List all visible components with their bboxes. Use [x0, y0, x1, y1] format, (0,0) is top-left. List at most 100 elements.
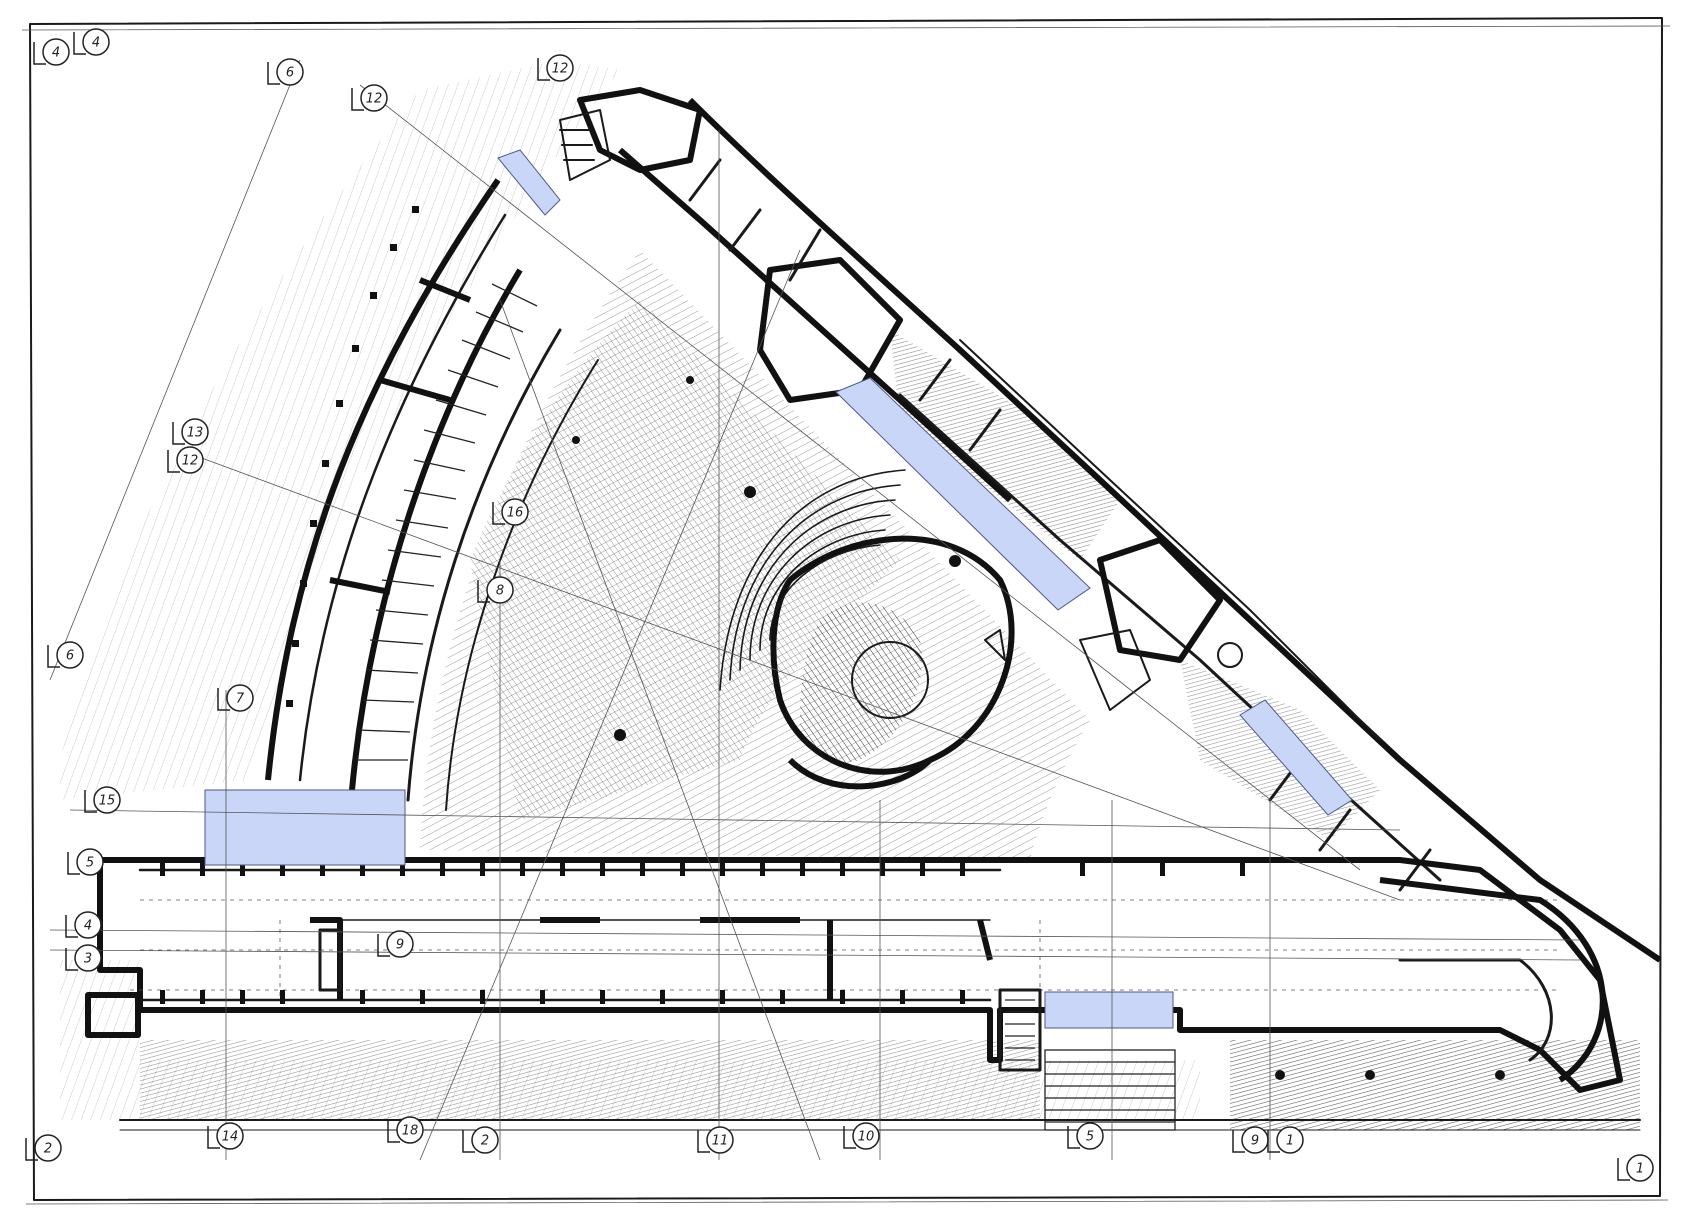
- section-marker-arrow: [1232, 1130, 1245, 1153]
- section-marker: 18: [387, 1116, 424, 1144]
- section-marker-arrow: [492, 502, 505, 525]
- section-marker: 7: [217, 684, 254, 712]
- section-marker-arrow: [65, 948, 78, 971]
- section-marker-circle: [501, 498, 529, 526]
- section-marker-arrow: [25, 1138, 38, 1161]
- section-marker: 5: [1067, 1122, 1104, 1150]
- highlight-west-hall: [204, 789, 406, 866]
- section-marker-label: 7: [236, 692, 245, 707]
- section-marker-label: 12: [552, 62, 569, 77]
- highlight-south-lobby: [1044, 991, 1174, 1029]
- section-marker-circle: [486, 576, 514, 604]
- section-marker-circle: [93, 786, 121, 814]
- section-marker: 2: [462, 1126, 499, 1154]
- section-marker-circle: [181, 418, 209, 446]
- section-marker-arrow: [217, 688, 230, 711]
- section-marker-circle: [1276, 1126, 1304, 1154]
- section-marker-arrow: [477, 580, 490, 603]
- section-marker-label: 3: [84, 952, 92, 967]
- section-marker-label: 9: [396, 938, 404, 953]
- curved-wing: [265, 178, 599, 811]
- main-block: [85, 857, 1623, 1131]
- section-marker-arrow: [351, 88, 364, 111]
- section-marker-arrow: [1067, 1126, 1080, 1149]
- section-marker: 15: [84, 786, 121, 814]
- section-marker: 5: [67, 848, 104, 876]
- section-marker-circle: [852, 1122, 880, 1150]
- section-marker-circle: [74, 944, 102, 972]
- section-marker: 12: [537, 54, 574, 82]
- section-marker-label: 2: [481, 1134, 489, 1149]
- section-marker-circle: [76, 848, 104, 876]
- section-marker-arrow: [267, 62, 280, 85]
- section-marker-circle: [546, 54, 574, 82]
- section-marker-label: 10: [858, 1130, 875, 1145]
- section-marker-label: 15: [99, 794, 116, 809]
- section-marker-label: 4: [92, 36, 100, 51]
- section-marker-circle: [471, 1126, 499, 1154]
- section-marker-arrow: [697, 1130, 710, 1153]
- section-marker-label: 4: [52, 46, 60, 61]
- section-marker: 13: [172, 418, 209, 446]
- amphitheatre: [719, 469, 1015, 790]
- section-marker-label: 5: [86, 856, 94, 871]
- section-marker-circle: [82, 28, 110, 56]
- highlight-east-corridor: [1239, 699, 1353, 816]
- section-marker-arrow: [73, 32, 86, 55]
- south-strip: [119, 1040, 1641, 1131]
- section-marker-label: 18: [402, 1124, 419, 1139]
- section-marker: 4: [65, 911, 102, 939]
- section-marker-label: 1: [1286, 1134, 1294, 1149]
- highlight-diagonal-corridor: [835, 377, 1091, 611]
- section-marker-arrow: [167, 450, 180, 473]
- section-marker-label: 2: [44, 1142, 52, 1157]
- plaza-hatching: [420, 250, 1090, 860]
- section-marker-arrow: [843, 1126, 856, 1149]
- section-marker: 1: [1267, 1126, 1304, 1154]
- section-marker: 9: [1232, 1126, 1269, 1154]
- section-marker-label: 5: [1086, 1130, 1094, 1145]
- section-marker-circle: [176, 446, 204, 474]
- section-marker-arrow: [537, 58, 550, 81]
- section-marker: 4: [33, 38, 70, 66]
- section-marker-arrow: [462, 1130, 475, 1153]
- section-marker-arrow: [207, 1126, 220, 1149]
- section-marker: 12: [167, 446, 204, 474]
- section-lines: [49, 59, 1581, 1161]
- section-marker-arrow: [67, 852, 80, 875]
- section-marker: 4: [73, 28, 110, 56]
- section-marker-label: 1: [1636, 1162, 1644, 1177]
- north-entry: [559, 87, 703, 181]
- section-marker-circle: [226, 684, 254, 712]
- sheet-border: [21, 17, 1671, 1205]
- section-marker-arrow: [377, 934, 390, 957]
- section-marker-circle: [216, 1122, 244, 1150]
- highlight-zones: [204, 149, 1353, 1029]
- section-marker-circle: [396, 1116, 424, 1144]
- section-marker: 9: [377, 930, 414, 958]
- section-marker: 6: [267, 58, 304, 86]
- section-marker-label: 4: [84, 919, 92, 934]
- section-marker-arrow: [65, 915, 78, 938]
- section-marker-label: 14: [222, 1130, 239, 1145]
- section-marker: 16: [492, 498, 529, 526]
- section-marker-label: 9: [1251, 1134, 1259, 1149]
- plaza-markers: [572, 376, 961, 741]
- section-marker: 2: [25, 1134, 62, 1162]
- section-marker-circle: [386, 930, 414, 958]
- section-marker: 12: [351, 84, 388, 112]
- section-marker-arrow: [172, 422, 185, 445]
- section-marker-label: 13: [187, 426, 204, 441]
- section-marker: 3: [65, 944, 102, 972]
- section-marker: 11: [697, 1126, 734, 1154]
- section-marker: 6: [47, 641, 84, 669]
- section-marker-label: 11: [712, 1134, 729, 1149]
- section-marker-arrow: [47, 645, 60, 668]
- section-marker: 8: [477, 576, 514, 604]
- section-marker-label: 6: [286, 66, 294, 81]
- section-marker-circle: [360, 84, 388, 112]
- section-marker: 10: [843, 1122, 880, 1150]
- section-marker-circle: [42, 38, 70, 66]
- section-marker: 14: [207, 1122, 244, 1150]
